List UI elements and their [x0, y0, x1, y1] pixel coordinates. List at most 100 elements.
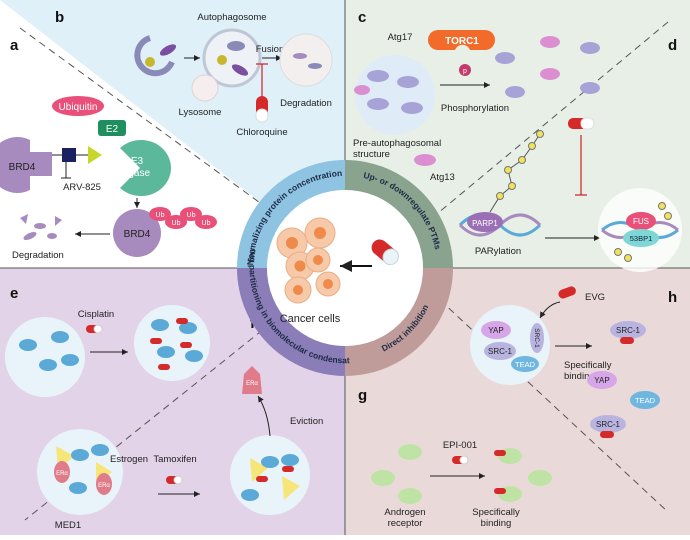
f2-cell-3: [281, 454, 299, 466]
tead-free: [630, 391, 660, 409]
free-protein-1: [495, 52, 515, 64]
panel-a: Ubiquitin E2 E3 ligase BRD4 ARV-825 BRD4…: [0, 96, 217, 261]
panel-g: Androgen receptor EPI-001 Specifically b…: [371, 440, 552, 529]
e2-cell-1: [151, 319, 169, 331]
pas-protein-3: [367, 98, 389, 110]
f2-drug-2: [282, 466, 294, 472]
brd4-bottom-shape: [113, 209, 161, 257]
cargo-dot-1: [145, 57, 155, 67]
e2-drug-1: [150, 338, 162, 344]
ring-segment-tr: [345, 160, 453, 268]
er-2: [96, 473, 112, 495]
arrow-evg: [539, 301, 561, 319]
autophagosome-label: Autophagosome: [197, 12, 266, 23]
er-1-label: ERα: [56, 471, 68, 477]
par-bead-5: [528, 142, 536, 150]
ar-label-line2: receptor: [388, 518, 423, 529]
diagonal-ab: [19, 27, 301, 233]
parylation-label: PARylation: [475, 246, 521, 257]
fragment-3: [55, 216, 62, 226]
fragment-4: [23, 231, 37, 241]
panel-letter-h: h: [668, 289, 677, 306]
fus-shape: [626, 212, 656, 230]
tead-label: TEAD: [515, 360, 536, 369]
src1-free-2-label: SRC-1: [596, 420, 621, 429]
ar-2: [371, 470, 395, 486]
par-bead-1: [496, 192, 504, 200]
e2-cell-3: [157, 346, 175, 358]
free-protein-2: [540, 36, 560, 48]
deg-frag-2: [308, 63, 322, 69]
pas-protein-4: [401, 102, 423, 114]
yap-shape: [481, 321, 511, 339]
tamoxifen-pill-half: [173, 475, 183, 485]
ub-4: [195, 215, 217, 229]
d-bead-2: [624, 254, 632, 262]
panel-f: ERα ERα Estrogen MED1 Tamoxifen Eviction…: [37, 366, 323, 531]
ub-4-label: Ub: [202, 220, 211, 227]
par-bead-3: [504, 166, 512, 174]
src-side-label: SRC-1: [533, 328, 540, 348]
brd4-bottom-label: BRD4: [124, 229, 151, 240]
ubiquitin-label: Ubiquitin: [59, 102, 98, 113]
atg13-shape: [414, 154, 436, 166]
cisplatin-label: Cisplatin: [78, 309, 114, 320]
yap-free-label: YAP: [594, 376, 609, 385]
phospho-p-label: p: [463, 68, 467, 75]
phagophore: [134, 35, 175, 77]
pas-label-line1: Pre-autophagosomal: [353, 138, 441, 149]
ub-3: [180, 207, 202, 221]
fragment-2: [34, 223, 46, 229]
arrow-eviction: [257, 395, 271, 437]
er-evicted-label: ERα: [246, 381, 258, 387]
src1-free-2: [590, 415, 626, 433]
free-protein-4: [540, 68, 560, 80]
panel-letter-e: e: [10, 285, 18, 302]
chloroquine-label: Chloroquine: [236, 127, 287, 138]
ar-bound-2: [528, 470, 552, 486]
phospho-p: [459, 64, 471, 76]
cancer-cell-6-nucleus: [323, 279, 333, 289]
er-evicted: [242, 366, 262, 394]
h-drug-1: [620, 337, 634, 344]
center-drug: [371, 239, 399, 266]
er-2-label: ERα: [98, 483, 110, 489]
e2-shape: [98, 120, 126, 136]
g-sb-line2: binding: [481, 518, 512, 529]
med1-label: MED1: [55, 520, 81, 531]
e3-ligase-shape: [120, 139, 171, 197]
ar-3: [398, 488, 422, 504]
par-bead-2: [508, 182, 516, 190]
panel-letter-d: d: [668, 37, 677, 54]
cancer-cell-1-nucleus: [286, 237, 298, 249]
torc1-shape: [428, 30, 495, 50]
cargo-rod-1: [159, 44, 177, 56]
arv-warhead: [62, 148, 76, 162]
cancer-cell-5-nucleus: [293, 285, 303, 295]
brd4-left-label: BRD4: [9, 162, 36, 173]
condensate-f-2: [230, 435, 310, 515]
f2-cell-2: [241, 489, 259, 501]
cisplatin-pill-half: [93, 324, 103, 334]
parp1-label: PARP1: [472, 219, 498, 228]
panel-d-drug-half: [580, 117, 595, 130]
evg-pill: [558, 286, 576, 299]
brd4-left-shape: [0, 137, 52, 193]
h-drug-2: [600, 431, 614, 438]
panel-d: PARP1 PARylation FUS 53BP1: [458, 117, 682, 272]
deg-frag-1: [293, 53, 307, 59]
53bp1-label: 53BP1: [630, 234, 653, 243]
cargo-rod-2: [231, 64, 249, 76]
ub-2: [165, 215, 187, 229]
tamoxifen-label: Tamoxifen: [153, 454, 196, 465]
e2-cell-2: [179, 322, 197, 334]
parp1-shape: [467, 212, 503, 232]
f2-drug-1: [256, 476, 268, 482]
free-protein-3: [505, 86, 525, 98]
ub-2-label: Ub: [172, 220, 181, 227]
e2-cell-4: [185, 350, 203, 362]
ar-1: [398, 444, 422, 460]
panel-e: Cisplatin: [5, 305, 210, 397]
tead-free-label: TEAD: [635, 396, 656, 405]
